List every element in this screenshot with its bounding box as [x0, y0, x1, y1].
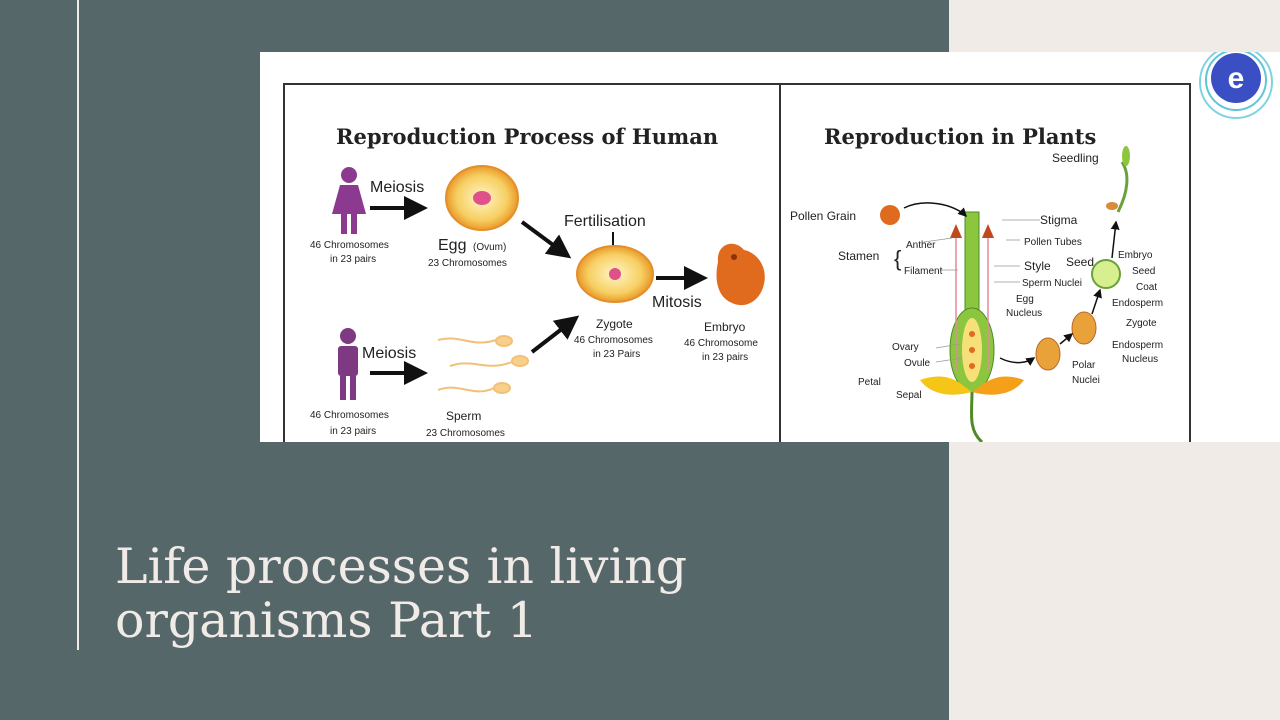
zygote-cell	[576, 245, 654, 303]
sperm-nuclei-label: Sperm Nuclei	[1022, 278, 1082, 289]
pollination-arrow	[903, 202, 968, 218]
embryo-chrom-line1: 46 Chromosome	[684, 338, 758, 349]
human-heading: Reproduction Process of Human	[336, 124, 718, 149]
e-logo-icon: e	[1199, 45, 1273, 119]
egg-label: Egg	[438, 237, 466, 254]
seed-coat-line2: Coat	[1136, 282, 1157, 293]
stamen-label: Stamen	[838, 249, 879, 263]
filament-label: Filament	[904, 266, 943, 277]
zygote-chrom-line2: in 23 Pairs	[593, 349, 640, 360]
female-chrom-line1: 46 Chromosomes	[310, 240, 389, 251]
diagram-svg: e Reproduction Process of Human Meiosis …	[283, 45, 1273, 445]
ovule-label: Ovule	[904, 358, 931, 369]
embryo-figure	[716, 243, 765, 306]
zygote-chrom-line1: 46 Chromosomes	[574, 335, 653, 346]
development-stages	[999, 220, 1121, 371]
flower-pistil	[949, 211, 995, 444]
flower-petals	[920, 376, 1024, 395]
polar-nuclei-line2: Nuclei	[1072, 375, 1100, 386]
male-icon	[338, 328, 358, 400]
plant-zygote-label: Zygote	[1126, 318, 1157, 329]
seedling-icon	[1106, 146, 1130, 213]
pollen-grain-label: Pollen Grain	[790, 209, 856, 223]
endosperm-nucleus-line2: Nucleus	[1122, 354, 1158, 365]
egg-nucleus-line2: Nucleus	[1006, 308, 1042, 319]
plant-embryo-label: Embryo	[1118, 250, 1153, 261]
mitosis-label: Mitosis	[652, 294, 702, 311]
accent-line	[77, 0, 79, 650]
ovary-label: Ovary	[892, 342, 919, 353]
polar-nuclei-line1: Polar	[1072, 360, 1096, 371]
title-line-2: organisms Part 1	[115, 592, 538, 649]
pollen-grain-icon	[880, 205, 900, 225]
egg-sub-label: (Ovum)	[473, 242, 506, 253]
female-icon	[332, 167, 366, 234]
slide-title: Life processes in living organisms Part …	[115, 540, 915, 648]
embryo-label: Embryo	[704, 320, 746, 334]
male-chrom-line2: in 23 pairs	[330, 426, 376, 437]
egg-chrom-label: 23 Chromosomes	[428, 258, 507, 269]
fertilisation-label: Fertilisation	[564, 213, 646, 230]
title-line-1: Life processes in living	[115, 538, 688, 595]
fertilisation-arrow-bottom	[530, 315, 580, 354]
fertilisation-arrow-top	[520, 220, 572, 259]
embryo-chrom-line2: in 23 pairs	[702, 352, 748, 363]
anthers	[950, 224, 994, 372]
seed-coat-line1: Seed	[1132, 266, 1155, 277]
reproduction-diagram: e Reproduction Process of Human Meiosis …	[260, 45, 1280, 445]
seedling-label: Seedling	[1052, 151, 1099, 165]
plants-heading: Reproduction in Plants	[824, 124, 1096, 149]
female-meiosis-label: Meiosis	[370, 179, 424, 196]
seed-label: Seed	[1066, 255, 1094, 269]
stamen-brace: {	[894, 246, 901, 271]
pollen-tubes-label: Pollen Tubes	[1024, 237, 1082, 248]
endosperm-label: Endosperm	[1112, 298, 1163, 309]
male-meiosis-label: Meiosis	[362, 345, 416, 362]
petal-label: Petal	[858, 377, 881, 388]
female-chrom-line2: in 23 pairs	[330, 254, 376, 265]
style-label: Style	[1024, 259, 1051, 273]
sperm-chrom-label: 23 Chromosomes	[426, 428, 505, 439]
egg-nucleus-line1: Egg	[1016, 294, 1034, 305]
sepal-label: Sepal	[896, 390, 922, 401]
plant-leader-lines	[923, 219, 1040, 363]
male-chrom-line1: 46 Chromosomes	[310, 410, 389, 421]
zygote-label: Zygote	[596, 317, 633, 331]
sperm-cells	[437, 335, 529, 394]
anther-label: Anther	[906, 240, 936, 251]
stigma-label: Stigma	[1040, 213, 1078, 227]
sperm-label: Sperm	[446, 409, 481, 423]
egg-cell	[445, 165, 519, 231]
svg-text:e: e	[1228, 62, 1245, 95]
endosperm-nucleus-line1: Endosperm	[1112, 340, 1163, 351]
